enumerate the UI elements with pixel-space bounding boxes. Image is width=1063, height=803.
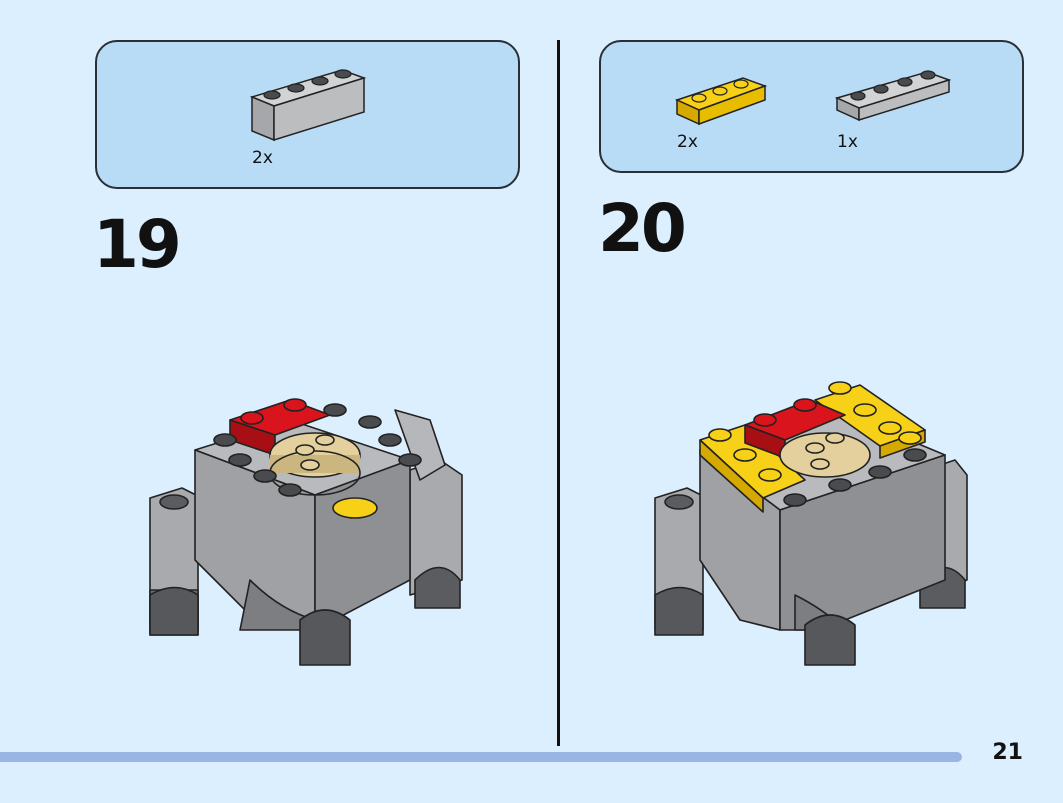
step-number-19: 19 <box>93 206 182 283</box>
page-number: 21 <box>992 740 1023 765</box>
grey-brick-1x4-icon <box>249 69 367 142</box>
step-divider <box>557 40 560 746</box>
step-number-20: 20 <box>598 190 687 267</box>
parts-callout-step-20: 2x 1x <box>599 40 1024 173</box>
yellow-plate-1x3-icon <box>674 77 768 126</box>
model-illustration-step-19 <box>149 398 463 666</box>
part-quantity: 2x <box>252 148 273 168</box>
part-quantity: 1x <box>837 132 858 152</box>
model-illustration-step-20 <box>654 381 968 666</box>
grey-plate-1x4-icon <box>834 70 952 122</box>
part-quantity: 2x <box>677 132 698 152</box>
parts-callout-step-19: 2x <box>95 40 520 189</box>
progress-bar <box>0 752 962 762</box>
